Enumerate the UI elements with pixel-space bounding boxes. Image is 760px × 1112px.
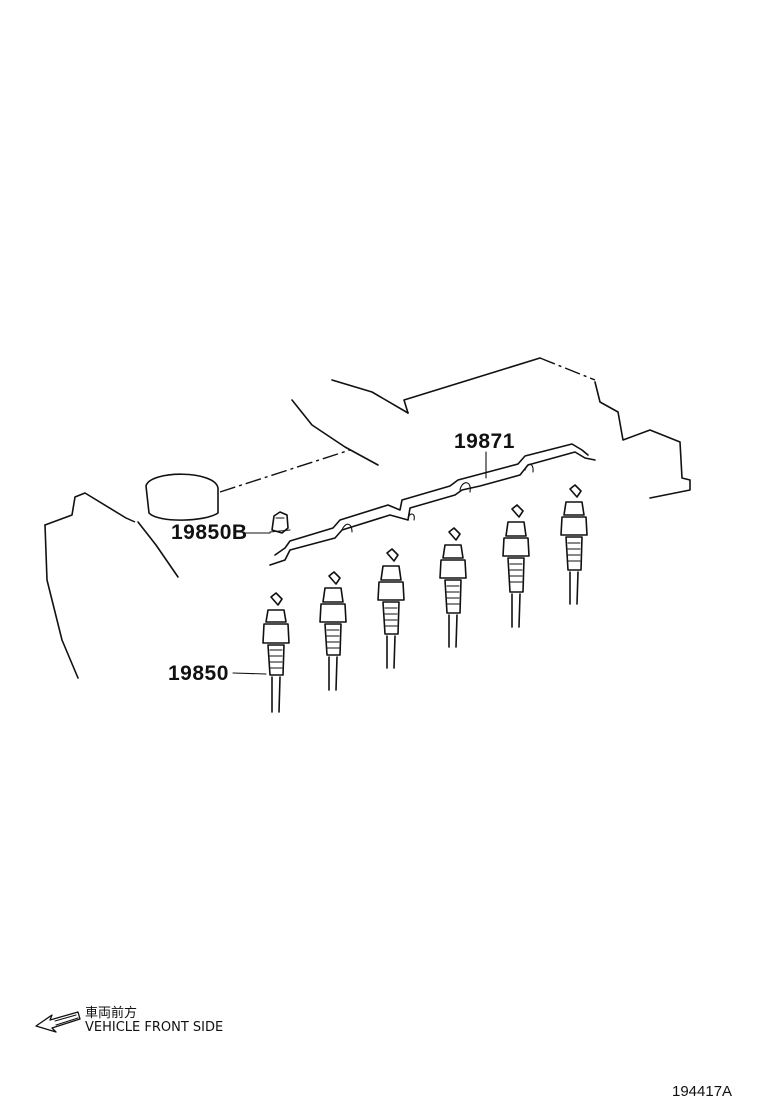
part-number-connector-nut: 19850B xyxy=(171,521,248,544)
glow-plug-1 xyxy=(262,592,290,713)
front-note-english: VEHICLE FRONT SIDE xyxy=(85,1020,224,1035)
glow-plug-3 xyxy=(377,548,405,669)
front-note-japanese: 車両前方 xyxy=(85,1006,138,1021)
glow-plug-4 xyxy=(439,527,467,648)
glow-plug-2 xyxy=(319,571,347,691)
glow-plug-6 xyxy=(560,484,588,605)
leader-19850 xyxy=(232,672,267,675)
front-direction-arrow-icon xyxy=(35,1011,81,1033)
part-number-connector-bus: 19871 xyxy=(454,430,515,453)
connector-bus-bar xyxy=(269,443,596,566)
leader-lines xyxy=(232,451,487,675)
connector-nut xyxy=(269,511,291,534)
figure-reference-id: 194417A xyxy=(672,1083,733,1100)
engine-head-outline xyxy=(44,357,691,679)
glow-plug-5 xyxy=(502,504,530,628)
part-number-glow-plug: 19850 xyxy=(168,662,229,685)
